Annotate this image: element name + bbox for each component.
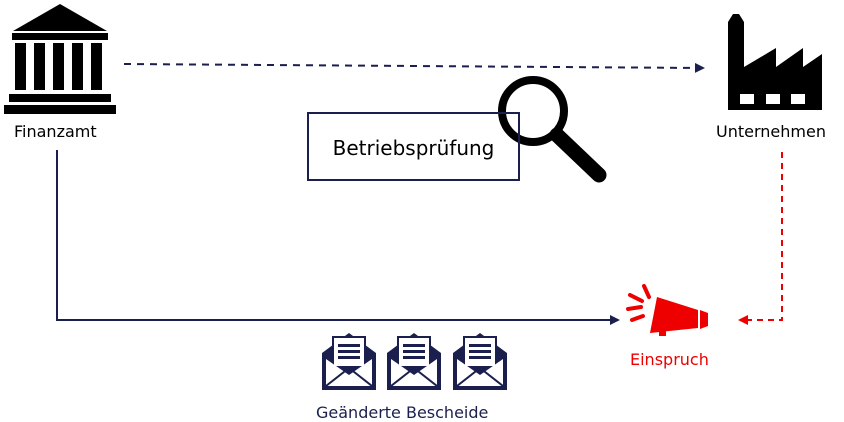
einspruch-label: Einspruch bbox=[630, 350, 709, 369]
factory-icon bbox=[728, 14, 822, 110]
edge-company-to-objection bbox=[738, 152, 783, 325]
magnifier-icon bbox=[498, 76, 607, 183]
audit-box: Betriebsprüfung bbox=[307, 112, 520, 181]
edge-tax-office-to-company bbox=[123, 62, 705, 73]
envelope-document-icon bbox=[387, 333, 441, 390]
bank-building-icon bbox=[4, 4, 116, 114]
bescheide-label: Geänderte Bescheide bbox=[316, 403, 489, 422]
envelope-document-icon bbox=[322, 333, 376, 390]
unternehmen-label: Unternehmen bbox=[716, 122, 826, 141]
edge-tax-office-to-objection bbox=[56, 150, 620, 325]
audit-label: Betriebsprüfung bbox=[332, 136, 495, 160]
envelope-document-icon bbox=[453, 333, 507, 390]
finanzamt-label: Finanzamt bbox=[14, 122, 97, 141]
megaphone-icon bbox=[626, 284, 708, 336]
